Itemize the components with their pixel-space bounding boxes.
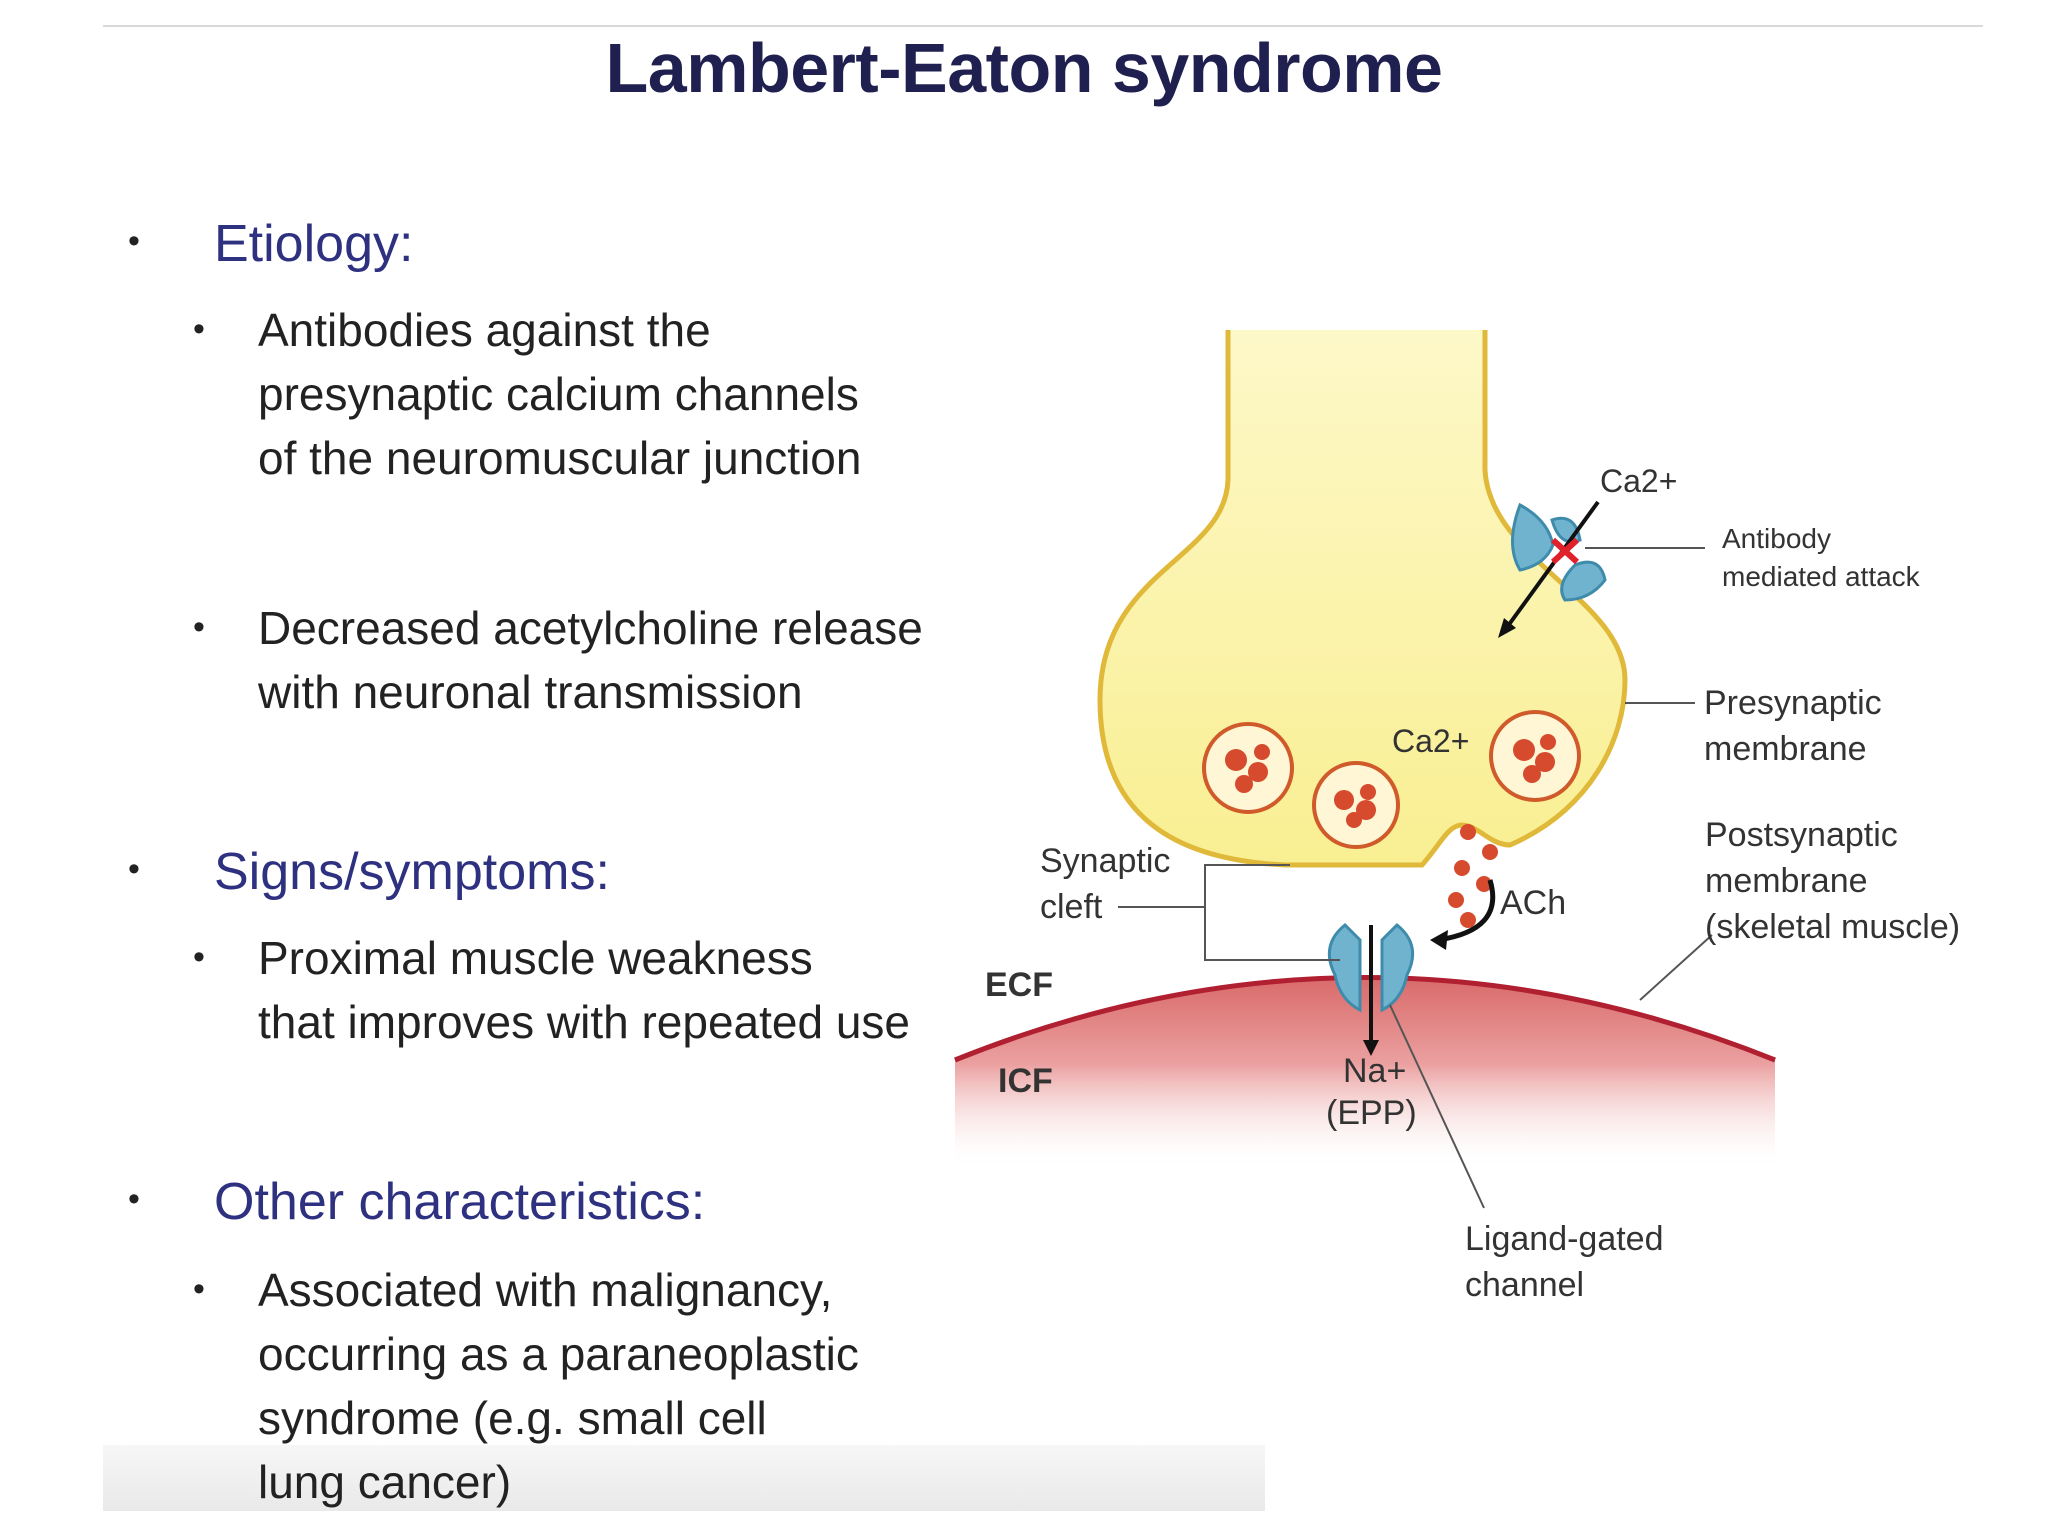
bullet-marker: • bbox=[128, 1180, 140, 1218]
other-item-1: Associated with malignancy, occurring as… bbox=[258, 1258, 859, 1514]
postsynaptic-label-3: (skeletal muscle) bbox=[1705, 908, 1960, 946]
etiology-item-1: Antibodies against the presynaptic calci… bbox=[258, 298, 861, 490]
text-line: that improves with repeated use bbox=[258, 996, 911, 1048]
muscle-fiber bbox=[955, 977, 1775, 1170]
slide-background bbox=[103, 25, 1983, 1513]
etiology-item-2: Decreased acetylcholine release with neu… bbox=[258, 596, 923, 724]
text-line: Associated with malignancy, bbox=[258, 1264, 833, 1316]
text-line: Antibodies against the bbox=[258, 304, 711, 356]
synaptic-cleft-bracket bbox=[1204, 864, 1340, 961]
released-ach bbox=[1448, 824, 1498, 928]
text-line: syndrome (e.g. small cell bbox=[258, 1392, 767, 1444]
sub-bullet-marker: • bbox=[193, 310, 205, 348]
na-label: Na+ bbox=[1343, 1052, 1406, 1090]
synaptic-cleft-label-1: Synaptic bbox=[1040, 842, 1170, 880]
antibody-label-2: mediated attack bbox=[1722, 561, 1921, 592]
text-line: lung cancer) bbox=[258, 1456, 512, 1508]
synaptic-cleft-label-2: cleft bbox=[1040, 888, 1103, 926]
ligand-gated-channel bbox=[1327, 922, 1415, 1056]
ligand-gated-label-1: Ligand-gated bbox=[1465, 1220, 1664, 1258]
text-line: presynaptic calcium channels bbox=[258, 368, 859, 420]
antibody-label-1: Antibody bbox=[1722, 523, 1831, 554]
postsynaptic-membrane-line bbox=[954, 975, 1776, 1063]
icf-label: ICF bbox=[998, 1062, 1053, 1100]
ca-inside-label: Ca2+ bbox=[1392, 723, 1469, 759]
text-line: with neuronal transmission bbox=[258, 666, 803, 718]
synaptic-vesicle bbox=[1489, 710, 1581, 802]
presynaptic-label-2: membrane bbox=[1704, 730, 1867, 768]
synaptic-vesicle bbox=[1202, 722, 1294, 814]
ach-arrow bbox=[1437, 879, 1496, 943]
sub-bullet-marker: • bbox=[193, 608, 205, 646]
presynaptic-label-1: Presynaptic bbox=[1704, 684, 1882, 722]
ach-label: ACh bbox=[1500, 884, 1566, 922]
bullet-marker: • bbox=[128, 850, 140, 888]
text-line: occurring as a paraneoplastic bbox=[258, 1328, 859, 1380]
postsynaptic-leader-line bbox=[1639, 934, 1713, 1001]
bullet-marker: • bbox=[128, 222, 140, 260]
signs-item-1: Proximal muscle weakness that improves w… bbox=[258, 926, 910, 1054]
sub-bullet-marker: • bbox=[193, 1270, 205, 1308]
synaptic-vesicle bbox=[1312, 761, 1400, 849]
bottom-shade bbox=[103, 1445, 1265, 1511]
text-line: Proximal muscle weakness bbox=[258, 932, 813, 984]
ligand-leader-line bbox=[1389, 1004, 1485, 1209]
etiology-heading: Etiology: bbox=[214, 215, 414, 273]
postsynaptic-label-1: Postsynaptic bbox=[1705, 816, 1898, 854]
calcium-influx-arrow bbox=[1503, 500, 1600, 632]
text-line: Decreased acetylcholine release bbox=[258, 602, 923, 654]
ligand-gated-label-2: channel bbox=[1465, 1266, 1584, 1304]
epp-label: (EPP) bbox=[1326, 1094, 1417, 1132]
page-title: Lambert-Eaton syndrome bbox=[605, 29, 1443, 107]
text-line: of the neuromuscular junction bbox=[258, 432, 862, 484]
other-characteristics-heading: Other characteristics: bbox=[214, 1173, 706, 1231]
antibody-x-mark bbox=[1550, 537, 1580, 565]
sub-bullet-marker: • bbox=[193, 938, 205, 976]
ecf-label: ECF bbox=[985, 966, 1053, 1004]
ca-outside-label: Ca2+ bbox=[1600, 463, 1677, 499]
postsynaptic-label-2: membrane bbox=[1705, 862, 1868, 900]
calcium-channel bbox=[1511, 502, 1607, 602]
signs-symptoms-heading: Signs/symptoms: bbox=[214, 843, 610, 901]
